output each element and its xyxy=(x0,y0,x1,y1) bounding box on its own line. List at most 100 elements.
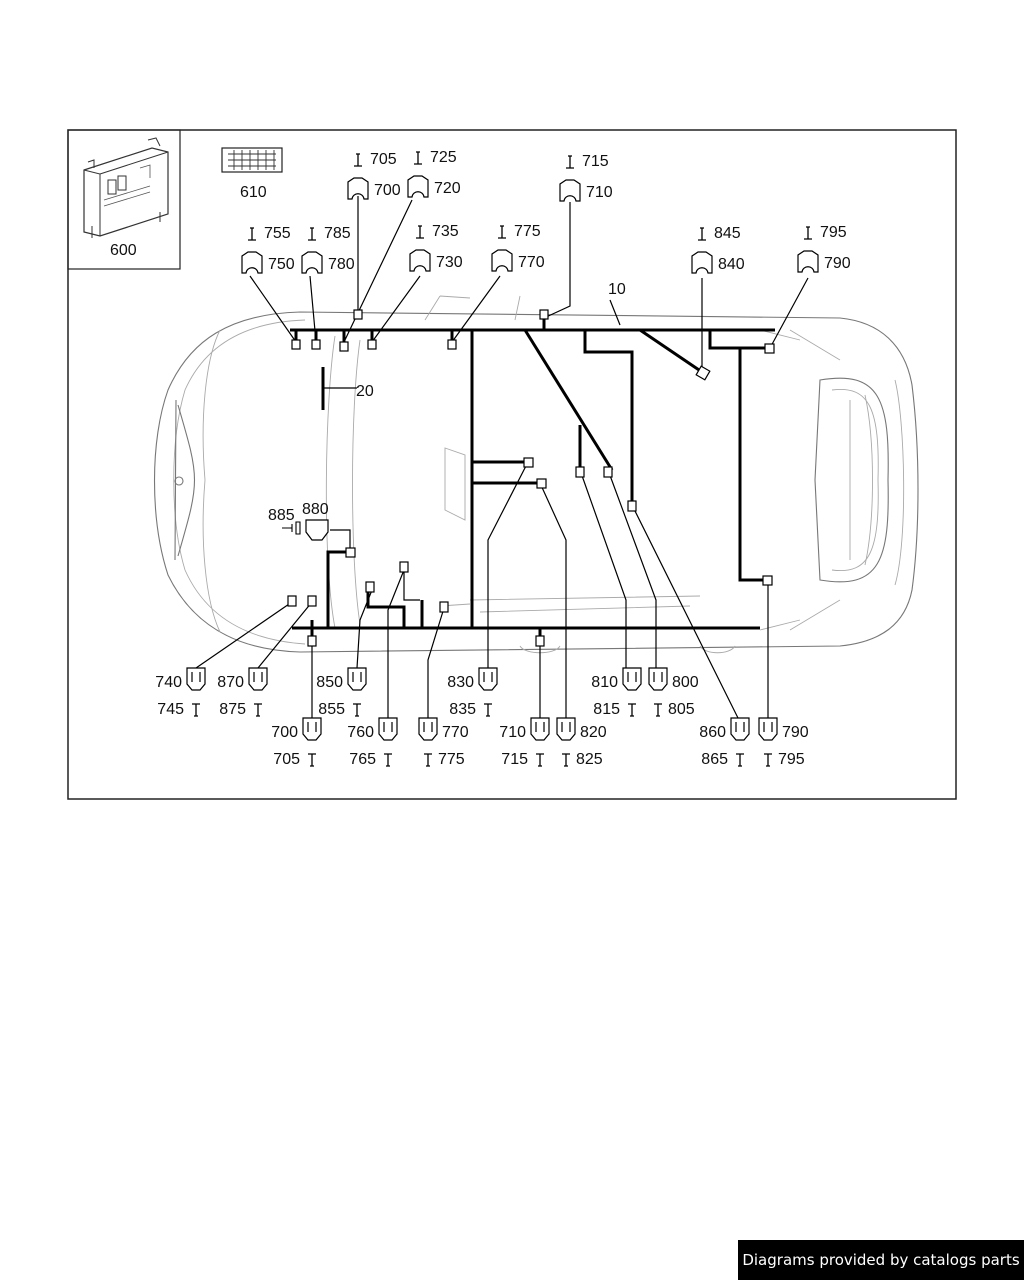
label-plug-820: 820 xyxy=(580,724,607,741)
plug-icon xyxy=(648,667,668,691)
label-plug-710: 710 xyxy=(499,724,526,741)
label-plug-740: 740 xyxy=(155,674,182,691)
label-plug-800: 800 xyxy=(672,674,699,691)
label-terminal-785: 785 xyxy=(324,225,351,242)
plug-icon xyxy=(347,667,367,691)
plug-icon xyxy=(409,249,431,272)
label-terminal-725: 725 xyxy=(430,149,457,166)
connector-840-top: 840 845 xyxy=(691,225,745,274)
terminal-pin-icon xyxy=(384,753,392,767)
terminal-pin-icon xyxy=(254,703,262,717)
label-plug-830: 830 xyxy=(447,674,474,691)
label-terminal-855: 855 xyxy=(318,701,345,718)
plug-icon xyxy=(378,717,398,741)
label-terminal-825: 825 xyxy=(576,751,603,768)
label-terminal-745: 745 xyxy=(157,701,184,718)
plug-icon xyxy=(478,667,498,691)
label-terminal-835: 835 xyxy=(449,701,476,718)
label-terminal-845: 845 xyxy=(714,225,741,242)
label-plug-840: 840 xyxy=(718,256,745,273)
terminal-pin-icon xyxy=(654,703,662,717)
label-plug-770: 770 xyxy=(442,724,469,741)
plug-icon xyxy=(530,717,550,741)
label-terminal-775: 775 xyxy=(514,223,541,240)
bottom-connectors: 7407458708757007058508557607657707758308… xyxy=(155,667,809,768)
plug-icon xyxy=(797,250,819,273)
terminal-pin-icon xyxy=(424,753,432,767)
connector-710-top: 710 715 xyxy=(559,153,613,202)
label-terminal-755: 755 xyxy=(264,225,291,242)
label-plug-790: 790 xyxy=(782,724,809,741)
plug-icon xyxy=(730,717,750,741)
main-harness xyxy=(290,318,775,642)
plug-icon xyxy=(556,717,576,741)
terminal-pin-icon xyxy=(698,227,706,241)
plug-icon xyxy=(418,717,438,741)
inset-module-600: 600 xyxy=(67,129,181,270)
junction-plugs xyxy=(287,309,775,647)
plug-icon xyxy=(248,667,268,691)
terminal-pin-icon xyxy=(804,226,812,240)
connector-770-top: 770 775 xyxy=(491,223,545,272)
plug-icon xyxy=(622,667,642,691)
label-terminal-795: 795 xyxy=(778,751,805,768)
terminal-pin-icon xyxy=(192,703,200,717)
label-plug-760: 760 xyxy=(347,724,374,741)
watermark-banner: Diagrams provided by catalogs parts xyxy=(738,1240,1024,1280)
terminal-pin-icon xyxy=(308,227,316,241)
label-600: 600 xyxy=(110,242,137,259)
connector-860-bottom: 860 865 xyxy=(699,717,750,768)
label-terminal-715: 715 xyxy=(582,153,609,170)
plug-icon xyxy=(241,251,263,274)
label-terminal-795: 795 xyxy=(820,224,847,241)
wiring-diagram: 600 610 xyxy=(67,129,957,800)
label-plug-780: 780 xyxy=(328,256,355,273)
connector-block-610: 610 xyxy=(221,147,283,201)
plug-icon xyxy=(302,717,322,741)
connector-850-bottom: 850 855 xyxy=(316,667,367,718)
label-plug-850: 850 xyxy=(316,674,343,691)
connector-790-bottom: 790 795 xyxy=(758,717,809,768)
label-terminal-765: 765 xyxy=(349,751,376,768)
label-terminal-875: 875 xyxy=(219,701,246,718)
label-plug-870: 870 xyxy=(217,674,244,691)
label-plug-860: 860 xyxy=(699,724,726,741)
connector-750-top: 750 755 xyxy=(241,225,295,274)
label-plug-700: 700 xyxy=(271,724,298,741)
label-terminal-705: 705 xyxy=(273,751,300,768)
terminal-pin-icon xyxy=(566,155,574,169)
plug-icon xyxy=(407,175,429,198)
terminal-pin-icon xyxy=(536,753,544,767)
label-plug-710: 710 xyxy=(586,184,613,201)
module-icon xyxy=(83,137,169,238)
top-connectors: 7007057207257107157507557807857307357707… xyxy=(241,149,851,274)
connector-820-bottom: 820 825 xyxy=(556,717,607,768)
label-terminal-815: 815 xyxy=(593,701,620,718)
plug-icon xyxy=(691,251,713,274)
side-connector-880: 880 885 xyxy=(268,501,329,541)
terminal-pin-icon xyxy=(628,703,636,717)
label-plug-730: 730 xyxy=(436,254,463,271)
label-terminal-705: 705 xyxy=(370,151,397,168)
label-plug-750: 750 xyxy=(268,256,295,273)
connector-870-bottom: 870 875 xyxy=(217,667,268,718)
label-terminal-865: 865 xyxy=(701,751,728,768)
plug-icon xyxy=(301,251,323,274)
label-plug-770: 770 xyxy=(518,254,545,271)
plug-icon xyxy=(347,177,369,200)
plug-icon xyxy=(559,179,581,202)
label-plug-790: 790 xyxy=(824,255,851,272)
diagram-frame xyxy=(67,129,957,800)
terminal-pin-icon xyxy=(562,753,570,767)
plug-icon xyxy=(758,717,778,741)
harness-label-20: 20 xyxy=(356,383,374,400)
label-880: 880 xyxy=(302,501,329,518)
terminal-pin-icon xyxy=(416,225,424,239)
harness-label-10: 10 xyxy=(608,281,626,298)
terminal-pin-icon xyxy=(498,225,506,239)
